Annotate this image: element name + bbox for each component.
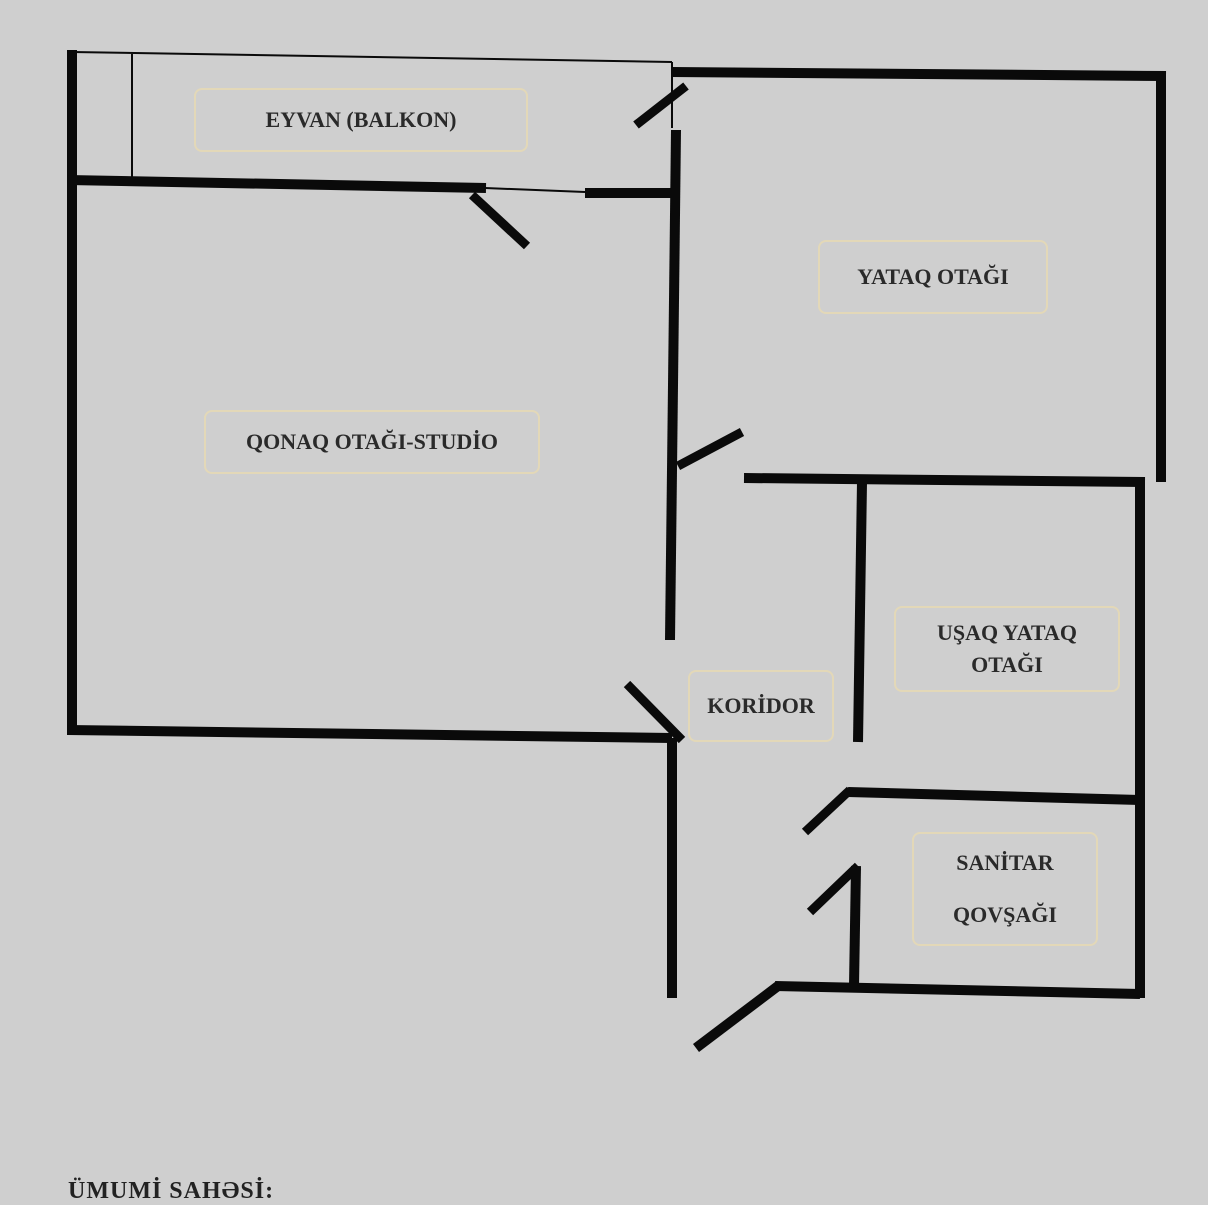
room-label-balcony: EYVAN (BALKON) bbox=[194, 88, 528, 152]
bathroom-line2: QOVŞAĞI bbox=[953, 902, 1057, 927]
wall-living-bedroom bbox=[665, 129, 681, 641]
door-bedroom bbox=[675, 428, 745, 470]
room-label-bedroom: YATAQ OTAĞI bbox=[818, 240, 1048, 314]
wall-corridor-kids bbox=[853, 481, 867, 743]
wall-kids-bath bbox=[847, 787, 1141, 805]
wall-corridor-bath bbox=[849, 865, 861, 987]
door-living-balcony bbox=[468, 191, 531, 250]
balcony-door-thin bbox=[484, 187, 586, 193]
bathroom-line1: SANİTAR bbox=[956, 850, 1054, 875]
room-label-corridor: KORİDOR bbox=[688, 670, 834, 742]
total-area-label: ÜMUMİ SAHƏSİ: bbox=[68, 1178, 275, 1204]
wall-top bbox=[671, 67, 1167, 81]
room-label-living: QONAQ OTAĞI-STUDİO bbox=[204, 410, 540, 474]
door-entrance bbox=[692, 982, 782, 1052]
door-bath bbox=[806, 862, 862, 916]
door-bedroom-balcony bbox=[633, 82, 689, 129]
kids-bedroom-line2: OTAĞI bbox=[971, 652, 1043, 677]
kids-bedroom-line1: UŞAQ YATAQ bbox=[937, 620, 1077, 645]
door-kids bbox=[801, 786, 854, 836]
wall-bottom bbox=[774, 981, 1141, 999]
wall-living-bottom bbox=[67, 725, 673, 743]
balcony-outline-top bbox=[71, 51, 673, 63]
wall-bedroom-kids bbox=[743, 473, 1146, 487]
wall-balcony-living-a bbox=[67, 175, 487, 193]
room-label-bathroom: SANİTAR QOVŞAĞI bbox=[912, 832, 1098, 946]
door-living bbox=[623, 680, 686, 744]
room-label-kids-bedroom: UŞAQ YATAQ OTAĞI bbox=[894, 606, 1120, 692]
